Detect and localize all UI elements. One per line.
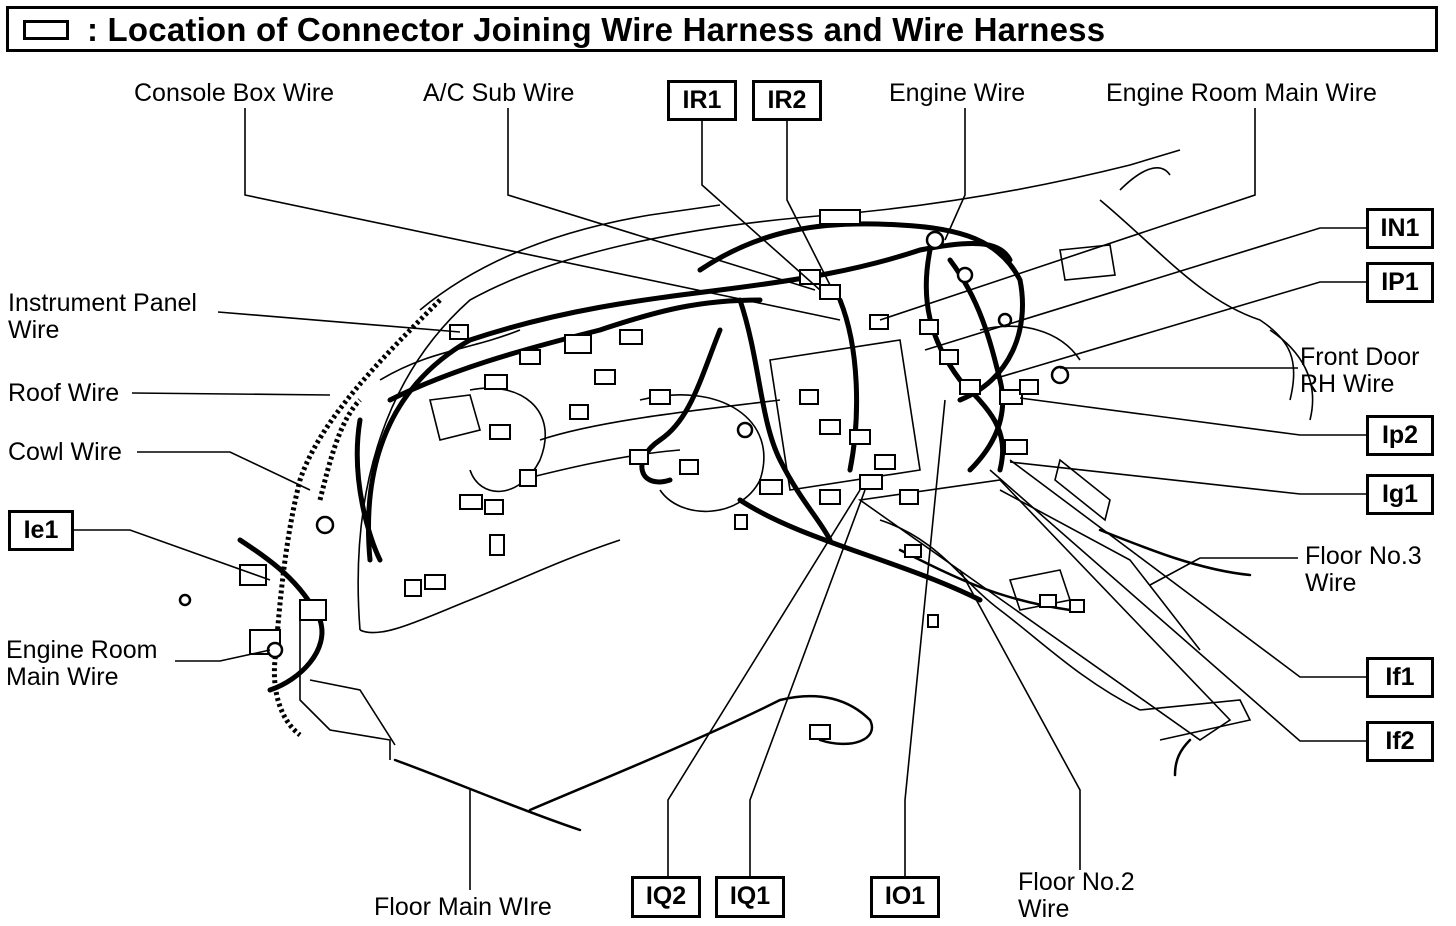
label-floor-main-wire: Floor Main WIre [374, 893, 552, 921]
connector-Ip2: Ip2 [1366, 415, 1434, 456]
label-engine-room-main-wire-left-line1: Engine Room [6, 636, 158, 664]
connector-Ig1: Ig1 [1366, 474, 1434, 515]
label-floor-no3-wire-line1: Floor No.3 [1305, 542, 1422, 570]
label-floor-no2-wire-line1: Floor No.2 [1018, 868, 1135, 896]
connector-IN1: IN1 [1366, 208, 1434, 249]
connector-If1: If1 [1366, 657, 1434, 698]
frame-icon [23, 20, 69, 40]
label-floor-no2-wire-line2: Wire [1018, 895, 1070, 923]
dashboard-outline [299, 149, 1314, 760]
dotted-roof-wire [271, 298, 442, 737]
grommets [178, 230, 1070, 659]
label-floor-no3-wire-line2: Wire [1305, 569, 1357, 597]
label-cowl-wire: Cowl Wire [8, 438, 122, 466]
label-console-box-wire: Console Box Wire [134, 79, 335, 107]
label-engine-wire: Engine Wire [889, 79, 1026, 107]
connector-Ie1: Ie1 [8, 510, 74, 551]
connector-blocks [239, 209, 1085, 740]
connector-IP1: IP1 [1366, 262, 1434, 303]
label-front-door-rh-wire-line1: Front Door [1300, 343, 1420, 371]
connector-IR1: IR1 [667, 80, 737, 121]
wire-bundles [237, 221, 1025, 693]
label-engine-room-main-wire-top: Engine Room Main Wire [1106, 79, 1377, 107]
label-front-door-rh-wire-line2: RH Wire [1300, 370, 1395, 398]
label-instrument-panel-wire-line2: Wire [8, 316, 60, 344]
title-bar: : Location of Connector Joining Wire Har… [6, 6, 1438, 52]
connector-IQ2: IQ2 [631, 876, 701, 918]
label-roof-wire: Roof Wire [8, 379, 120, 407]
label-ac-sub-wire: A/C Sub Wire [423, 79, 575, 107]
label-engine-room-main-wire-left-line2: Main Wire [6, 663, 119, 691]
connector-IQ1: IQ1 [715, 876, 785, 918]
connector-IR2: IR2 [752, 80, 822, 121]
connector-IO1: IO1 [870, 876, 940, 918]
leader-lines [74, 108, 1366, 890]
label-instrument-panel-wire-line1: Instrument Panel [8, 289, 197, 317]
connector-If2: If2 [1366, 721, 1434, 762]
thin-wires [393, 528, 1252, 832]
page-title: : Location of Connector Joining Wire Har… [87, 11, 1106, 48]
